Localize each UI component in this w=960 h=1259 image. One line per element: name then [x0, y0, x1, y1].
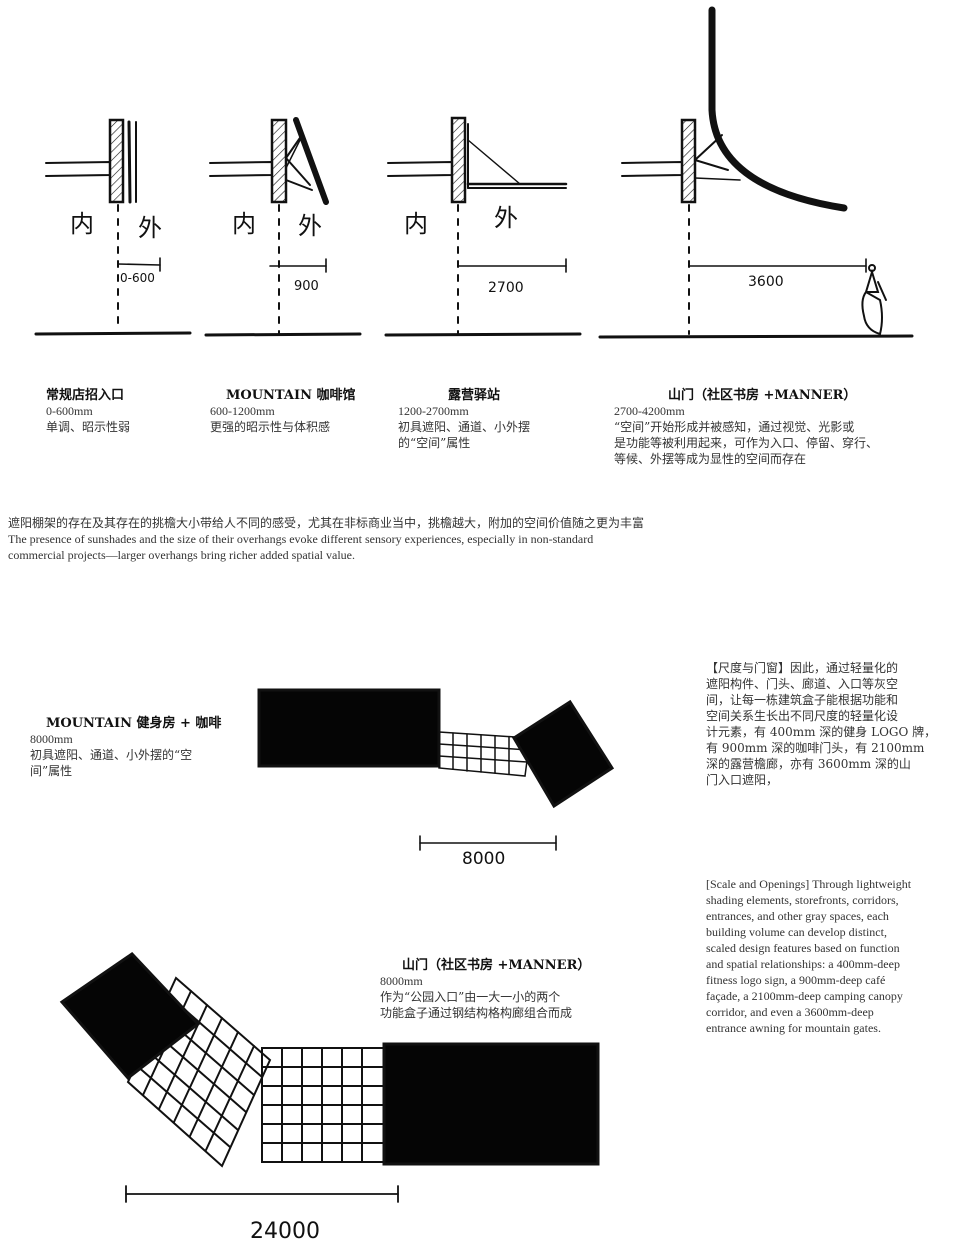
summary: 遮阳棚架的存在及其存在的挑檐大小带给人不同的感受，尤其在非标商业当中，挑檐越大，… [8, 515, 948, 563]
dim-label-2: 900 [294, 279, 319, 294]
caption-4-desc-3: 等候、外摆等成为显性的空间而存在 [614, 452, 807, 466]
caption-1-desc-1: 单调、昭示性弱 [46, 420, 131, 434]
caption-3-title: 露营驿站 [448, 388, 501, 403]
caption-4: 山门（社区书房 +MANNER） 2700-4200mm “空间”开始形成并被感… [614, 384, 878, 467]
outside-label-1: 外 [138, 214, 162, 242]
caption-3-range: 1200-2700mm [398, 404, 469, 418]
inside-label-3: 内 [404, 210, 428, 238]
scale-cn-line: 遮阳构件、门头、廊道、入口等灰空 [706, 677, 899, 691]
caption-1-title: 常规店招入口 [46, 388, 125, 403]
inside-label-2: 内 [232, 210, 256, 238]
scale-cn-line: 间，让每一栋建筑盒子能根据功能和 [706, 693, 899, 707]
scale-en-line: building volume can develop distinct, [706, 925, 887, 939]
gate-grid-straight [261, 1047, 387, 1163]
plan-gate-title: 山门（社区书房 +MANNER） [402, 958, 591, 973]
plan-gate-desc-1: 作为“公园入口”由一大一小的两个 [380, 990, 561, 1004]
scale-cn-line: 深的露营檐廊，亦有 3600mm 深的山 [706, 757, 911, 771]
caption-1: 常规店招入口 0-600mm 单调、昭示性弱 [46, 384, 130, 435]
section-sketch-2: 内 外 900 [204, 117, 362, 337]
corridor-grid [438, 731, 531, 777]
scale-en-line: shading elements, storefronts, corridors… [706, 893, 899, 907]
dim-label-3: 2700 [488, 280, 524, 296]
plan-gate-dim: 24000 [250, 1219, 320, 1244]
summary-cn: 遮阳棚架的存在及其存在的挑檐大小带给人不同的感受，尤其在非标商业当中，挑檐越大，… [8, 516, 645, 530]
caption-4-desc-1: “空间”开始形成并被感知，通过视觉、光影或 [614, 420, 855, 434]
plan-gym-title: MOUNTAIN 健身房 + 咖啡 [46, 716, 222, 731]
section-sketch-1: 内 外 0-600 [34, 118, 192, 336]
plan-gym-desc-1: 初具遮阳、通道、小外摆的“空 [30, 748, 193, 762]
summary-en-2: commercial projects—larger overhangs bri… [8, 548, 355, 562]
caption-3-desc-1: 初具遮阳、通道、小外摆 [398, 420, 531, 434]
scale-en-paragraph: [Scale and Openings] Through lightweight… [706, 876, 911, 1036]
scale-cn-line: 门入口遮阳， [706, 773, 779, 787]
plan-gate-desc-2: 功能盒子通过钢结构格构廊组合而成 [380, 1006, 573, 1020]
scale-cn-line: 空间关系生长出不同尺度的轻量化设 [706, 709, 899, 723]
plan-gym-range: 8000mm [30, 732, 73, 746]
scale-en-line: corridor, and even a 3600mm-deep [706, 1005, 874, 1019]
scale-en-line: scaled design features based on function [706, 941, 900, 955]
scale-cn-line: 有 900mm 深的咖啡门头，有 2100mm [706, 741, 925, 755]
outside-label-3: 外 [494, 204, 518, 232]
plan-gym-caption: MOUNTAIN 健身房 + 咖啡 8000mm 初具遮阳、通道、小外摆的“空 … [30, 712, 221, 779]
person-figure [861, 264, 887, 336]
scale-en-line: entrances, and other gray spaces, each [706, 909, 889, 923]
dim-label-1: 0-600 [120, 271, 155, 285]
plan-gym-dim: 8000 [462, 849, 505, 869]
scale-en-line: façade, a 2100mm-deep camping canopy [706, 989, 903, 1003]
plan-gate-sketch: 24000 [59, 952, 600, 1244]
caption-2: MOUNTAIN 咖啡馆 600-1200mm 更强的昭示性与体积感 [210, 384, 355, 435]
caption-4-title: 山门（社区书房 +MANNER） [668, 388, 857, 403]
plan-gate-caption: 山门（社区书房 +MANNER） 8000mm 作为“公园入口”由一大一小的两个… [380, 954, 590, 1021]
scale-cn-line: 计元素，有 400mm 深的健身 LOGO 牌， [706, 725, 937, 739]
scale-en-line: [Scale and Openings] Through lightweight [706, 877, 912, 891]
section-sketch-3: 内 外 2700 [384, 116, 582, 337]
caption-2-desc-1: 更强的昭示性与体积感 [210, 420, 331, 434]
caption-1-range: 0-600mm [46, 404, 93, 418]
caption-3: 露营驿站 1200-2700mm 初具遮阳、通道、小外摆 的“空间”属性 [398, 384, 530, 451]
scale-en-line: fitness logo sign, a 900mm-deep café [706, 973, 886, 987]
section-sketch-4: 3600 [598, 6, 914, 339]
caption-3-desc-2: 的“空间”属性 [398, 436, 471, 450]
caption-4-range: 2700-4200mm [614, 404, 685, 418]
dim-label-4: 3600 [748, 274, 784, 290]
plan-gym-sketch: 8000 [257, 688, 615, 869]
outside-label-2: 外 [298, 212, 322, 240]
summary-en-1: The presence of sunshades and the size o… [8, 532, 594, 546]
plan-gym-desc-2: 间”属性 [30, 764, 73, 778]
caption-4-desc-2: 是功能等被利用起来，可作为入口、停留、穿行、 [614, 436, 879, 450]
inside-label-1: 内 [70, 210, 94, 238]
scale-en-line: entrance awning for mountain gates. [706, 1021, 881, 1035]
scale-en-line: and spatial relationships: a 400mm-deep [706, 957, 900, 971]
caption-2-title: MOUNTAIN 咖啡馆 [226, 388, 356, 403]
scale-cn-paragraph: 【尺度与门窗】因此，通过轻量化的 遮阳构件、门头、廊道、入口等灰空 间，让每一栋… [706, 660, 936, 788]
caption-2-range: 600-1200mm [210, 404, 275, 418]
scale-cn-line: 【尺度与门窗】因此，通过轻量化的 [706, 661, 899, 675]
plan-gate-range: 8000mm [380, 974, 423, 988]
